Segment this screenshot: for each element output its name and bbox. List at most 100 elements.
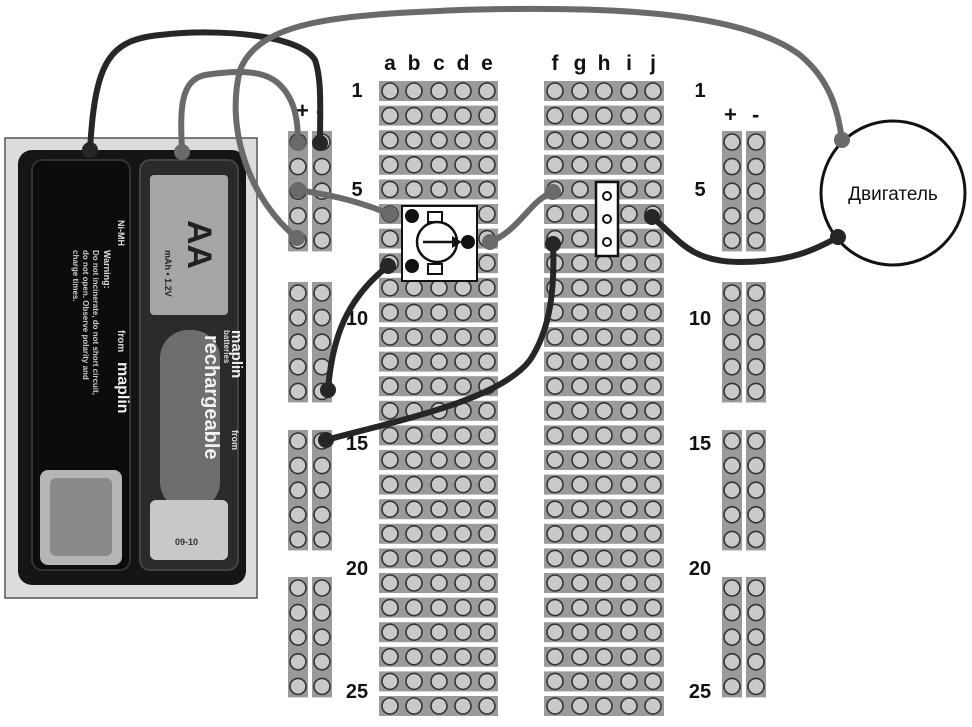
breadboard-hole xyxy=(547,108,563,124)
rail-hole xyxy=(290,605,306,621)
breadboard-hole xyxy=(596,280,612,296)
breadboard-hole xyxy=(479,501,495,517)
rail-hole xyxy=(724,232,740,248)
breadboard-holes xyxy=(288,81,766,716)
battery-from-left: from xyxy=(115,330,126,352)
breadboard-hole xyxy=(406,550,422,566)
motor-label: Двигатель xyxy=(848,184,938,205)
breadboard-hole xyxy=(382,83,398,99)
breadboard-hole xyxy=(572,157,588,173)
rail-hole xyxy=(748,285,764,301)
breadboard-hole xyxy=(382,280,398,296)
breadboard-hole xyxy=(645,427,661,443)
rail-hole xyxy=(290,310,306,326)
breadboard-hole xyxy=(382,673,398,689)
breadboard-hole xyxy=(479,427,495,443)
breadboard-hole xyxy=(621,501,637,517)
breadboard-hole xyxy=(406,280,422,296)
breadboard-hole xyxy=(406,624,422,640)
breadboard-hole xyxy=(455,477,471,493)
battery-sub: batteries xyxy=(222,330,231,364)
rail-hole xyxy=(724,183,740,199)
breadboard-hole xyxy=(479,673,495,689)
column-letters: abcdefghij xyxy=(384,52,656,75)
breadboard-hole xyxy=(621,649,637,665)
breadboard-hole xyxy=(479,600,495,616)
rail-hole xyxy=(290,334,306,350)
breadboard-hole xyxy=(621,304,637,320)
breadboard-hole xyxy=(382,108,398,124)
rail-hole xyxy=(290,159,306,175)
rail-hole xyxy=(314,629,330,645)
rail-hole xyxy=(314,310,330,326)
breadboard-hole xyxy=(382,501,398,517)
breadboard-hole xyxy=(406,427,422,443)
breadboard-hole xyxy=(645,329,661,345)
breadboard-hole xyxy=(645,403,661,419)
breadboard-hole xyxy=(431,550,447,566)
column-letter-i: i xyxy=(626,52,632,75)
breadboard-hole xyxy=(406,698,422,714)
breadboard-hole xyxy=(455,698,471,714)
breadboard-hole xyxy=(572,526,588,542)
row-number-right-25: 25 xyxy=(689,681,711,703)
dot-battery-black xyxy=(82,142,98,158)
breadboard-hole xyxy=(547,452,563,468)
column-letter-j: j xyxy=(649,52,656,75)
breadboard-hole xyxy=(645,108,661,124)
dot-battery-grey xyxy=(174,144,190,160)
breadboard-hole xyxy=(596,403,612,419)
breadboard-hole xyxy=(382,354,398,370)
breadboard-hole xyxy=(645,304,661,320)
breadboard-hole xyxy=(382,698,398,714)
breadboard-hole xyxy=(479,108,495,124)
breadboard-hole xyxy=(455,526,471,542)
breadboard-hole xyxy=(431,132,447,148)
breadboard-hole xyxy=(431,673,447,689)
breadboard-hole xyxy=(621,354,637,370)
breadboard-hole xyxy=(455,501,471,517)
breadboard-hole xyxy=(572,329,588,345)
breadboard-hole xyxy=(645,231,661,247)
breadboard-hole xyxy=(431,624,447,640)
breadboard-hole xyxy=(455,575,471,591)
breadboard-hole xyxy=(547,157,563,173)
breadboard-hole xyxy=(572,304,588,320)
breadboard-hole xyxy=(621,83,637,99)
breadboard-hole xyxy=(621,378,637,394)
dot-rail-row15 xyxy=(318,432,334,448)
rail-hole xyxy=(748,507,764,523)
transistor-component xyxy=(402,206,477,281)
breadboard-hole xyxy=(621,526,637,542)
breadboard-hole xyxy=(382,624,398,640)
breadboard-hole xyxy=(621,403,637,419)
breadboard-hole xyxy=(596,698,612,714)
battery-warning-line-4: charge times. xyxy=(71,250,80,302)
breadboard-hole xyxy=(596,132,612,148)
breadboard-hole xyxy=(455,280,471,296)
battery-word: rechargeable xyxy=(200,335,222,460)
breadboard-hole xyxy=(645,378,661,394)
breadboard-hole xyxy=(547,501,563,517)
breadboard-hole xyxy=(572,108,588,124)
breadboard-hole xyxy=(596,329,612,345)
rail-hole xyxy=(748,678,764,694)
breadboard-hole xyxy=(455,378,471,394)
breadboard-hole xyxy=(596,378,612,394)
breadboard-hole xyxy=(572,600,588,616)
breadboard-hole xyxy=(479,624,495,640)
breadboard-hole xyxy=(382,329,398,345)
breadboard-hole xyxy=(596,452,612,468)
rail-hole xyxy=(314,232,330,248)
breadboard-hole xyxy=(621,600,637,616)
breadboard-hole xyxy=(479,304,495,320)
breadboard-hole xyxy=(572,403,588,419)
breadboard-hole xyxy=(431,329,447,345)
battery-warning-line-3: do not open. Observe polarity and xyxy=(81,250,90,380)
column-letter-a: a xyxy=(384,52,396,75)
breadboard-hole xyxy=(382,649,398,665)
breadboard-hole xyxy=(382,477,398,493)
row-number-left-20: 20 xyxy=(346,558,368,580)
dot-motor-bottom-front xyxy=(830,229,846,245)
